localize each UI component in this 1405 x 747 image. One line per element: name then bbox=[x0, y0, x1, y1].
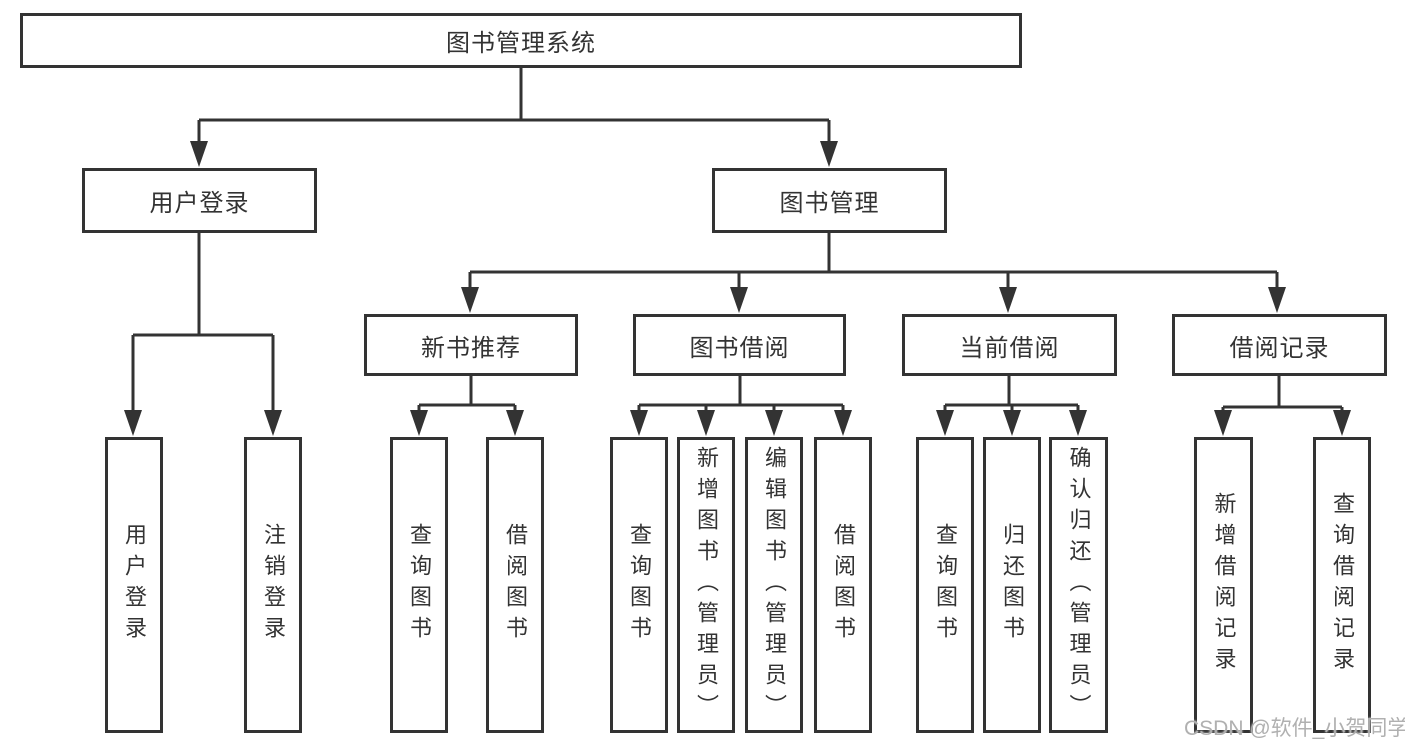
arrowheads bbox=[124, 141, 1351, 436]
leaf-return-books: 归还图书 bbox=[983, 437, 1041, 733]
connector-new-book-recommend bbox=[417, 376, 517, 411]
connector-book-borrowing bbox=[637, 376, 845, 411]
leaf-edit-book-admin: 编辑图书（管理员） bbox=[745, 437, 803, 733]
leaf-logout: 注销登录 bbox=[244, 437, 302, 733]
leaf-query-books-recommend: 查询图书 bbox=[390, 437, 448, 733]
connector-book-management bbox=[468, 233, 1279, 288]
node-new-book-recommend: 新书推荐 bbox=[364, 314, 578, 376]
node-book-borrowing: 图书借阅 bbox=[633, 314, 846, 376]
leaf-borrow-books-borrowing: 借阅图书 bbox=[814, 437, 872, 733]
leaf-borrow-books-recommend: 借阅图书 bbox=[486, 437, 544, 733]
leaf-query-books-borrowing: 查询图书 bbox=[610, 437, 668, 733]
connector-root bbox=[197, 68, 831, 142]
connector-borrowing-records bbox=[1221, 376, 1344, 411]
node-user-login: 用户登录 bbox=[82, 168, 317, 233]
connector-current-borrowing bbox=[943, 376, 1080, 411]
leaf-query-borrow-record: 查询借阅记录 bbox=[1313, 437, 1371, 733]
node-book-management: 图书管理 bbox=[712, 168, 947, 233]
connector-user-login bbox=[131, 233, 275, 411]
node-current-borrowing: 当前借阅 bbox=[902, 314, 1117, 376]
leaf-query-books-current: 查询图书 bbox=[916, 437, 974, 733]
leaf-confirm-return-admin: 确认归还（管理员） bbox=[1049, 437, 1108, 733]
watermark: CSDN @软件_小贺同学 bbox=[1184, 717, 1405, 740]
node-borrowing-records: 借阅记录 bbox=[1172, 314, 1387, 376]
leaf-add-book-admin: 新增图书（管理员） bbox=[677, 437, 735, 733]
node-library-system: 图书管理系统 bbox=[20, 13, 1022, 68]
leaf-user-login: 用户登录 bbox=[105, 437, 163, 733]
leaf-add-borrow-record: 新增借阅记录 bbox=[1194, 437, 1253, 733]
